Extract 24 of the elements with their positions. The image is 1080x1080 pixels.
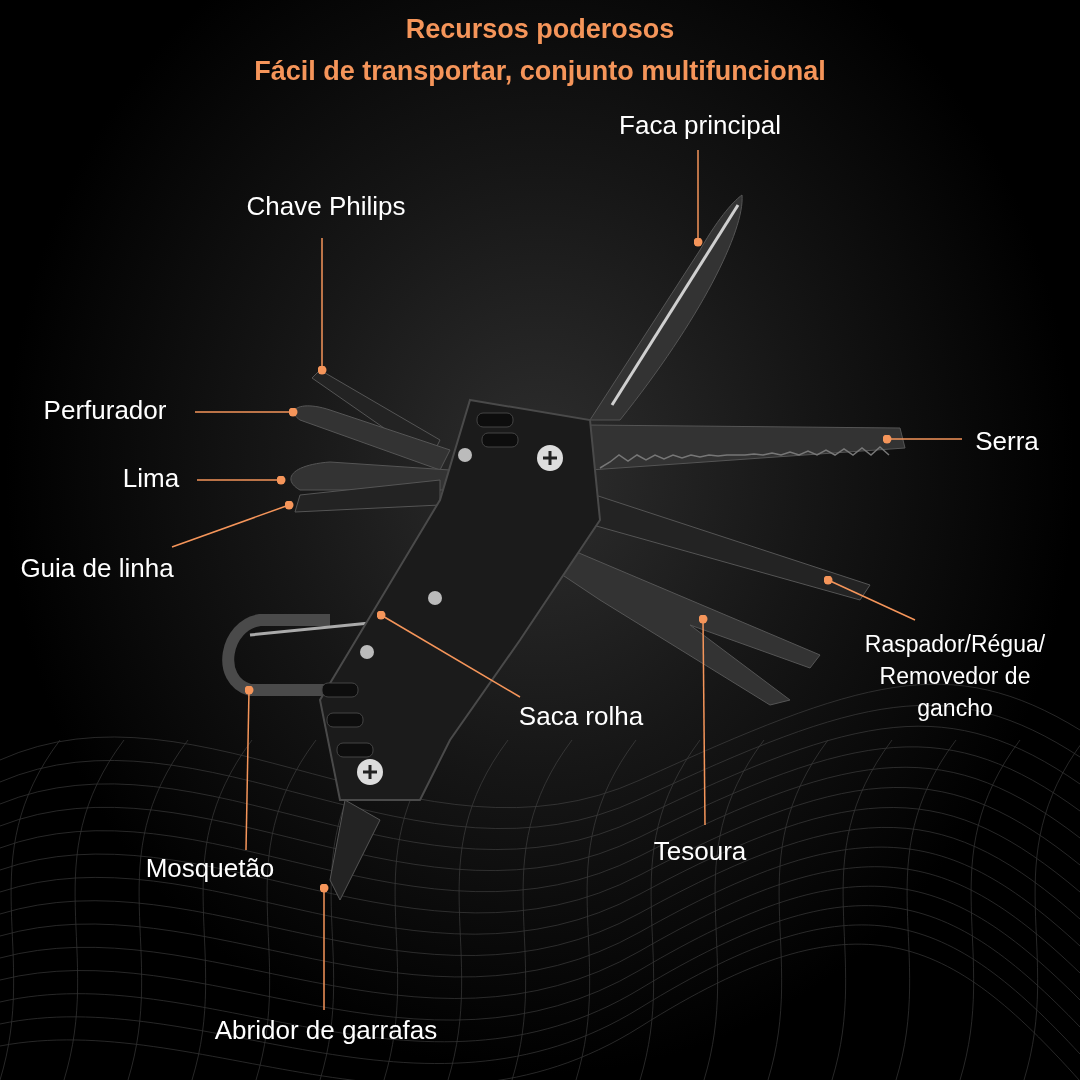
part-label: Faca principal — [619, 106, 781, 144]
leader-line — [693, 149, 703, 247]
leader-line — [698, 614, 708, 826]
part-label: Lima — [122, 459, 180, 497]
leader-line — [196, 475, 286, 485]
leader-line — [317, 237, 327, 375]
leader-line — [171, 500, 294, 548]
part-label: Serra — [975, 422, 1039, 460]
title: Recursos poderosos — [404, 14, 676, 45]
part-label: Mosquetão — [145, 849, 275, 887]
part-label: Chave Philips — [246, 187, 406, 225]
subtitle: Fácil de transportar, conjunto multifuncional — [253, 56, 827, 87]
part-label: Tesoura — [653, 832, 747, 870]
leader-line — [244, 685, 254, 851]
part-label: Perfurador — [43, 391, 167, 429]
leader-line — [823, 575, 916, 621]
leader-line — [376, 610, 521, 698]
leader-line — [319, 883, 329, 1011]
part-label: Saca rolha — [518, 697, 644, 735]
leader-line — [882, 434, 963, 444]
part-label: Abridor de garrafas — [214, 1011, 438, 1049]
leader-line — [194, 407, 298, 417]
part-label: Raspador/Régua/ Removedor de gancho — [840, 627, 1070, 725]
part-label: Guia de linha — [20, 549, 174, 587]
